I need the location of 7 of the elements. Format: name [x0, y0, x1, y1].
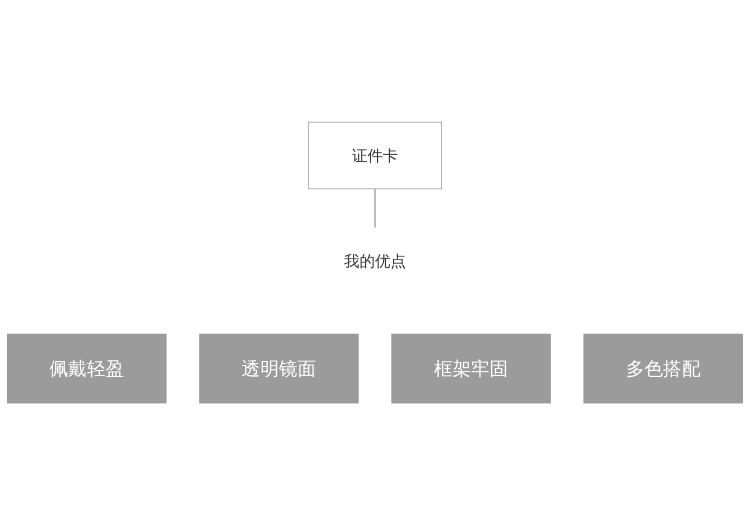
node-box: 佩戴轻盈 — [5, 332, 168, 405]
connector — [374, 188, 376, 228]
node-text: 我的优点 — [344, 251, 406, 270]
node-box: 证件卡 — [308, 122, 442, 190]
node-box: 多色搭配 — [582, 332, 745, 405]
node-box: 透明镜面 — [198, 332, 360, 405]
node-box: 框架牢固 — [390, 332, 552, 405]
